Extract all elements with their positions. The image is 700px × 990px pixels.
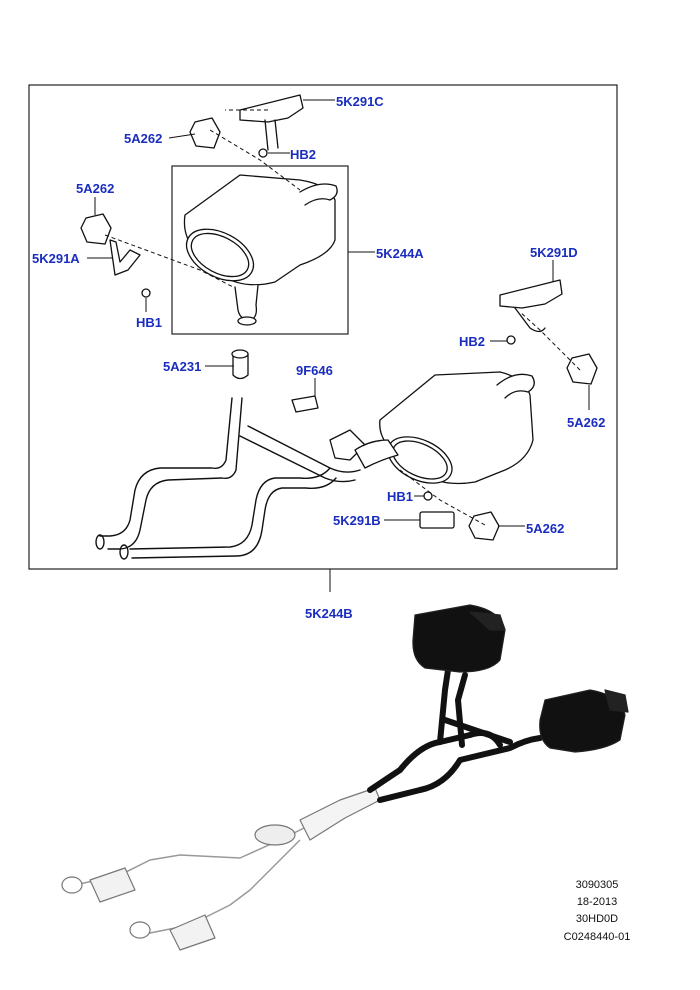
callout-hb1-left: HB1 [136, 315, 162, 330]
isolator-left [80, 213, 112, 245]
isolator-right [566, 353, 598, 385]
bracket-5k291b [419, 511, 455, 529]
isolator-top [189, 117, 221, 149]
callout-5k291d: 5K291D [530, 245, 578, 260]
twin-pipes [95, 397, 361, 560]
bolt-hb1-right [423, 491, 433, 501]
callout-5k291c: 5K291C [336, 94, 384, 109]
reference-line-4: C0248440-01 [564, 931, 631, 943]
exhaust-assembly-drawing [80, 94, 598, 560]
callout-5a262-top: 5A262 [124, 131, 162, 146]
callout-hb2-right: HB2 [459, 334, 485, 349]
clamp-part [291, 395, 366, 461]
callout-5a231: 5A231 [163, 359, 201, 374]
callout-5a262-right: 5A262 [567, 415, 605, 430]
front-muffler [183, 174, 338, 326]
bolt-hb1-left [141, 288, 151, 298]
bracket-5k291d [499, 279, 563, 333]
callout-5a262-left: 5A262 [76, 181, 114, 196]
callout-hb1-right: HB1 [387, 489, 413, 504]
bolt-hb2-top [258, 148, 268, 158]
callout-hb2-top: HB2 [290, 147, 316, 162]
reference-line-2: 18-2013 [577, 896, 617, 908]
outer-frame [28, 84, 618, 570]
callout-5k291a: 5K291A [32, 251, 80, 266]
bracket-5k291a [109, 239, 141, 276]
callout-5k291b: 5K291B [333, 513, 381, 528]
reference-line-1: 3090305 [576, 879, 619, 891]
callout-5a262-bottom: 5A262 [526, 521, 564, 536]
assembly-lines [104, 109, 581, 526]
isolator-bottom [468, 511, 500, 541]
callout-9f646: 9F646 [296, 363, 333, 378]
reference-line-3: 30HD0D [576, 913, 618, 925]
reference-block: 3090305 18-2013 30HD0D C0248440-01 [564, 879, 631, 943]
overview-drawing [61, 604, 629, 951]
inner-frame-5k244a [171, 165, 349, 335]
bracket-5k291c [239, 94, 304, 151]
callout-5k244a: 5K244A [376, 246, 424, 261]
callout-5k244b: 5K244B [305, 606, 353, 621]
leader-lines [87, 99, 590, 592]
rear-muffler [354, 371, 535, 485]
connector-pipe [231, 349, 249, 380]
bolt-hb2-right [506, 335, 516, 345]
